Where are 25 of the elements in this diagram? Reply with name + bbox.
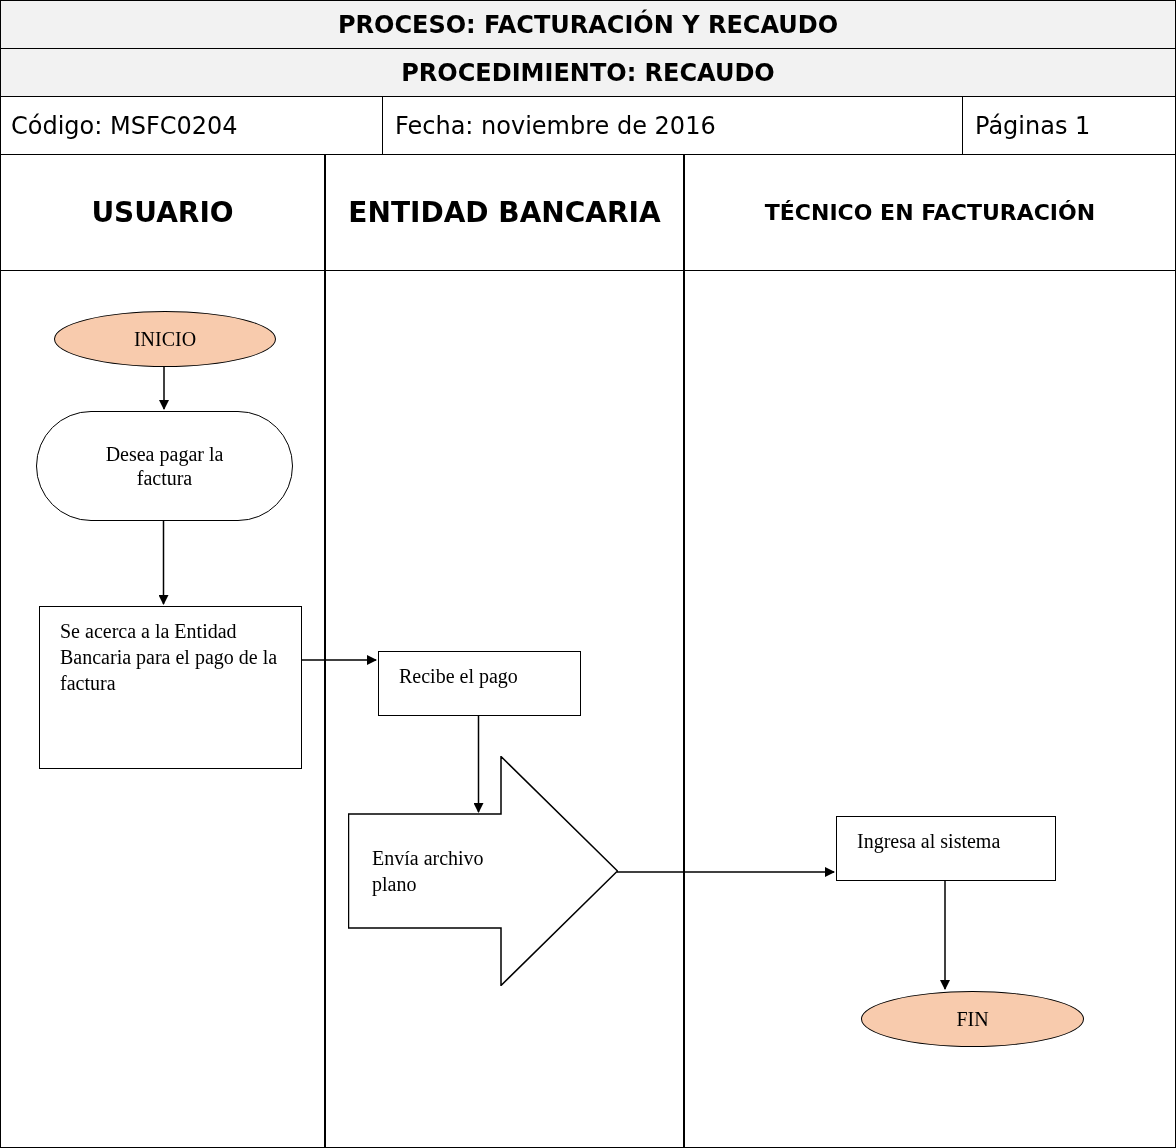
procedure-title: PROCEDIMIENTO: RECAUDO <box>401 57 775 89</box>
arrow <box>300 655 377 665</box>
swimlane <box>0 154 325 1148</box>
title: PROCESO: FACTURACIÓN Y RECAUDO <box>337 8 839 41</box>
process-box <box>39 606 302 769</box>
lane-title: USUARIO <box>91 194 234 231</box>
node-text: Desea pagar la factura <box>104 442 225 490</box>
node-text: Se acerca a la Entidad Bancaria para el pago de la factura <box>60 620 278 694</box>
node-text: INICIO <box>133 327 197 351</box>
arrow <box>158 519 169 605</box>
arrow <box>616 867 835 877</box>
swimlane <box>325 154 684 1148</box>
process-box <box>836 816 1056 881</box>
lane-title: TÉCNICO EN FACTURACIÓN <box>764 199 1096 227</box>
arrow <box>159 365 169 410</box>
swimlane <box>684 154 1176 1148</box>
arrow-shape <box>348 756 618 986</box>
node-text: Envía archivo plano <box>372 847 484 895</box>
node-text: Recibe el pago <box>399 665 518 687</box>
arrow <box>940 879 950 990</box>
arrow <box>473 714 484 813</box>
node-text: FIN <box>956 1007 989 1031</box>
process-box <box>378 651 581 716</box>
lane-title: ENTIDAD BANCARIA <box>348 194 661 231</box>
node-text: Ingresa al sistema <box>857 830 1001 852</box>
